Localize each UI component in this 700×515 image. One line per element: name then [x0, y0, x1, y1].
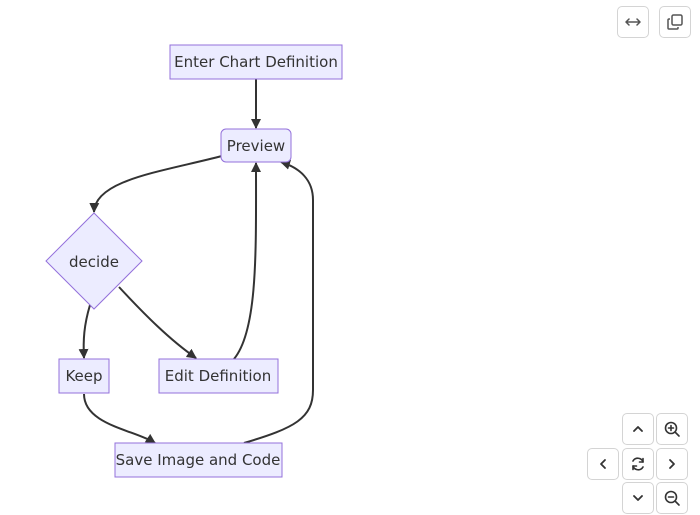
- fit-width-icon: [625, 18, 641, 26]
- pan-right-button[interactable]: [656, 448, 688, 480]
- edge-preview-to-decide: [89, 155, 223, 213]
- node-keep: Keep: [58, 358, 110, 394]
- node-label: Preview: [227, 137, 285, 155]
- edge-keep-to-save: [83, 393, 156, 444]
- copy-icon: [667, 14, 683, 30]
- pan-left-button[interactable]: [587, 448, 619, 480]
- node-decide: decide: [45, 212, 143, 310]
- node-label: Save Image and Code: [116, 451, 281, 469]
- pan-right-icon: [669, 459, 675, 469]
- edge-edit-to-preview: [233, 162, 262, 360]
- edge-save-to-preview: [243, 159, 314, 444]
- pan-down-button[interactable]: [622, 482, 654, 514]
- edge-decide-to-keep: [78, 304, 91, 359]
- copy-button[interactable]: [659, 6, 691, 38]
- node-enter-chart-definition: Enter Chart Definition: [169, 44, 343, 80]
- node-label: Keep: [65, 367, 102, 385]
- node-label: Enter Chart Definition: [174, 53, 338, 71]
- fit-width-button[interactable]: [617, 6, 649, 38]
- pan-left-icon: [600, 459, 606, 469]
- reset-view-icon: [632, 457, 644, 471]
- node-label: decide: [69, 253, 119, 271]
- edge-decide-to-edit: [118, 286, 197, 359]
- reset-view-button[interactable]: [622, 448, 654, 480]
- zoom-out-button[interactable]: [656, 482, 688, 514]
- zoom-in-button[interactable]: [656, 413, 688, 445]
- node-label: Edit Definition: [165, 367, 271, 385]
- node-preview: Preview: [220, 128, 292, 163]
- zoom-in-icon: [664, 421, 680, 437]
- pan-up-icon: [633, 426, 643, 432]
- zoom-out-icon: [664, 490, 680, 506]
- node-save-image-and-code: Save Image and Code: [114, 442, 283, 478]
- pan-down-icon: [633, 495, 643, 501]
- pan-up-button[interactable]: [622, 413, 654, 445]
- node-edit-definition: Edit Definition: [158, 358, 279, 394]
